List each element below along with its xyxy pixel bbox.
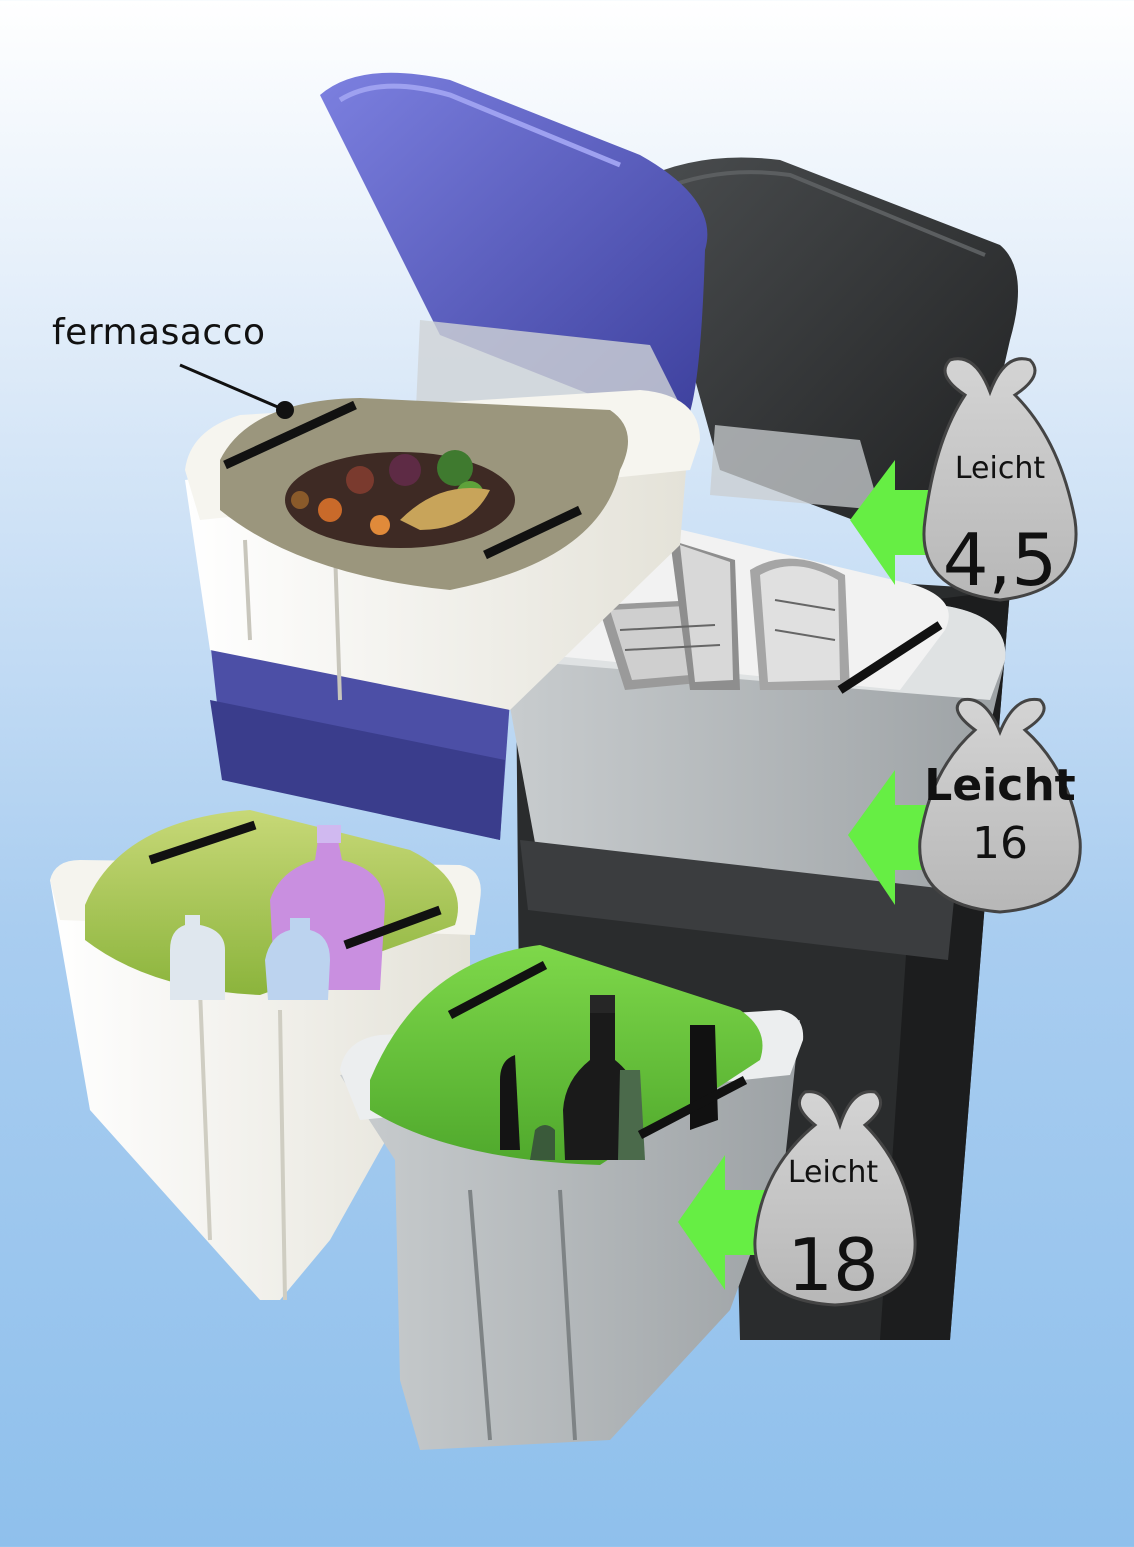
newspapers bbox=[598, 540, 850, 690]
organic-bin bbox=[185, 72, 708, 840]
bag-indicator-3: Leicht 18 bbox=[678, 1090, 917, 1307]
bag-capacity: 4,5 bbox=[943, 518, 1058, 602]
bag-label: Leicht bbox=[955, 451, 1045, 486]
bag-capacity: 16 bbox=[972, 818, 1028, 869]
glass-bin bbox=[340, 945, 804, 1450]
bag-indicator-1: Leicht 4,5 bbox=[850, 357, 1078, 602]
bag-capacity: 18 bbox=[787, 1223, 879, 1307]
trash-bag-icon bbox=[922, 357, 1078, 602]
trash-bag-icon bbox=[753, 1090, 917, 1307]
plastic-bottles bbox=[170, 825, 385, 1000]
bag-label: Leicht bbox=[924, 760, 1075, 811]
green-arrow-icon bbox=[848, 770, 975, 905]
bag-label: Leicht bbox=[788, 1155, 878, 1190]
food-scraps bbox=[285, 450, 515, 548]
plastic-bin bbox=[50, 810, 481, 1301]
bag-indicator-2: Leicht 16 bbox=[848, 697, 1082, 914]
fermasacco-label: fermasacco bbox=[52, 312, 266, 353]
glass-bottles bbox=[500, 995, 718, 1160]
green-arrow-icon bbox=[678, 1155, 800, 1290]
trash-bag-icon bbox=[918, 697, 1082, 914]
fermasacco-pointer bbox=[179, 363, 294, 419]
